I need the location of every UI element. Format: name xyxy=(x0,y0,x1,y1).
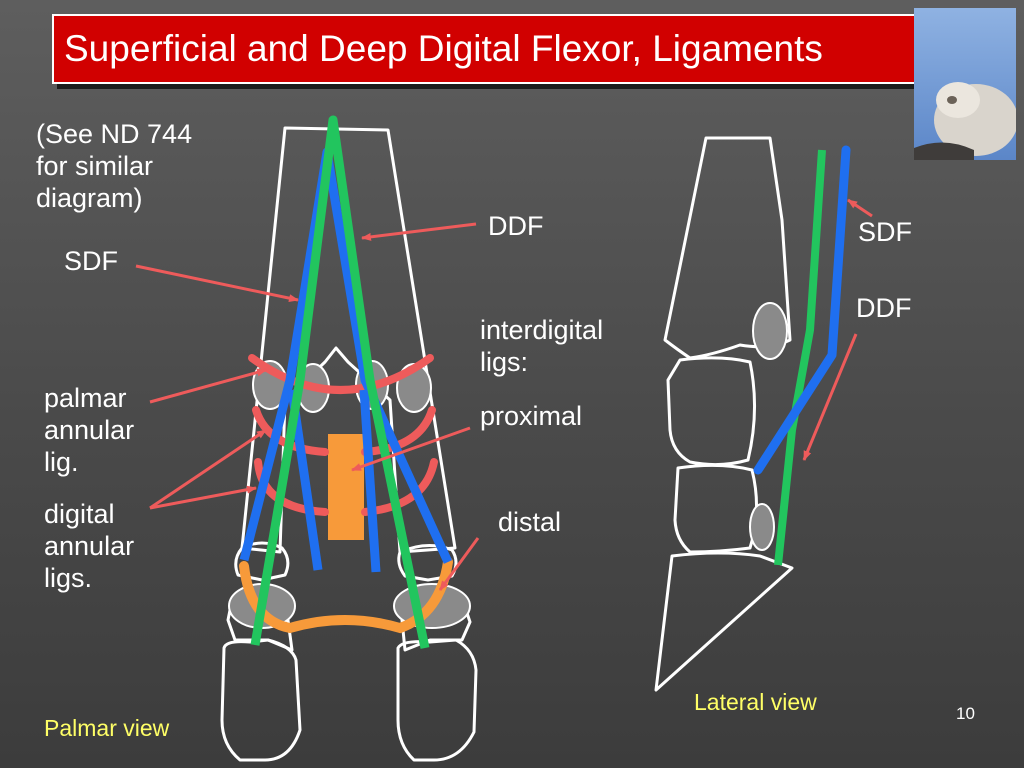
label-sdf: SDF xyxy=(64,246,118,276)
label-lateral-ddf: DDF xyxy=(856,293,912,323)
left-pastern-outline xyxy=(234,541,290,582)
caption-palmar-view: Palmar view xyxy=(44,715,170,741)
leader-digital-annular-1 xyxy=(149,428,267,510)
ddf-tendon-palmar xyxy=(250,115,430,649)
label-interdigital-ligs: interdigital ligs: xyxy=(480,314,603,378)
label-line: annular xyxy=(44,415,135,445)
lateral-pastern-outline xyxy=(666,356,756,467)
lateral-middle-phalanx-outline xyxy=(673,463,759,554)
lateral-view-bones xyxy=(654,136,794,692)
left-claw-outline xyxy=(220,638,302,762)
digital-annular-ligament-right-lower xyxy=(361,458,438,516)
leader-proximal xyxy=(351,426,471,472)
label-line: ligs. xyxy=(44,563,93,593)
label-line: annular xyxy=(44,531,135,561)
label-distal: distal xyxy=(498,507,562,537)
label-digital-annular-ligs: digital annular ligs. xyxy=(44,498,134,594)
leader-lateral-ddf xyxy=(802,333,858,461)
leader-ddf xyxy=(361,222,477,241)
ddf-tendon-lateral xyxy=(774,149,826,566)
label-ddf: DDF xyxy=(488,211,544,241)
page-number: 10 xyxy=(956,704,975,723)
note-line: (See ND 744 xyxy=(36,119,193,149)
animal-photo-icon xyxy=(914,8,1016,160)
leader-lines xyxy=(135,198,873,591)
reference-note: (See ND 744 for similar diagram) xyxy=(36,118,192,214)
label-line: lig. xyxy=(44,447,79,477)
caption-lateral-view: Lateral view xyxy=(694,689,817,715)
lateral-hoof-outline xyxy=(654,551,794,692)
leader-digital-annular-2 xyxy=(149,485,257,510)
label-palmar-annular-lig: palmar annular lig. xyxy=(44,382,134,478)
label-line: ligs: xyxy=(480,347,529,377)
right-claw-outline xyxy=(396,638,478,762)
digital-annular-ligament-right-upper xyxy=(361,406,436,456)
sdf-tendon-lateral xyxy=(753,145,851,475)
label-lateral-sdf: SDF xyxy=(858,217,912,247)
lateral-sesamoid-upper xyxy=(752,302,788,360)
sdf-branch-inner-right xyxy=(359,389,381,573)
page-title: Superficial and Deep Digital Flexor, Lig… xyxy=(64,28,823,69)
leader-distal xyxy=(438,537,480,591)
proximal-interdigital-ligament xyxy=(328,434,364,540)
label-line: palmar xyxy=(44,383,127,413)
label-line: interdigital xyxy=(480,315,604,345)
note-line: for similar xyxy=(36,151,154,181)
title-banner: Superficial and Deep Digital Flexor, Lig… xyxy=(52,14,998,84)
label-proximal: proximal xyxy=(480,401,583,431)
label-line: digital xyxy=(44,499,115,529)
note-line: diagram) xyxy=(36,183,143,213)
lateral-sesamoid-lower xyxy=(749,503,775,551)
right-pastern-outline xyxy=(397,544,458,582)
leader-lateral-sdf xyxy=(847,198,873,218)
leader-sdf xyxy=(135,264,299,303)
leader-palmar-annular xyxy=(149,368,267,404)
palmar-annular-ligament xyxy=(248,354,434,394)
